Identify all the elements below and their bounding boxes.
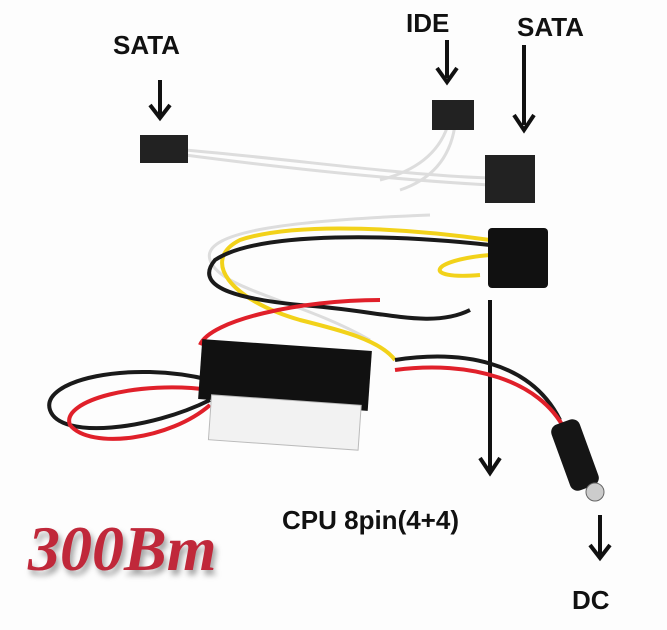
arrow-sata-left: [148, 80, 172, 122]
pcb-board: [198, 339, 372, 411]
ide-connector: [432, 100, 474, 130]
dc-jack-tip: [585, 482, 605, 502]
arrow-dc: [588, 515, 612, 562]
label-dc: DC: [572, 585, 610, 615]
label-ide: IDE: [406, 8, 450, 38]
sata-right-connector: [485, 155, 535, 203]
sata-left-connector: [140, 135, 188, 163]
arrows: [148, 40, 612, 562]
label-cpu-8pin: CPU 8pin(4+4): [282, 505, 459, 535]
arrow-ide: [435, 40, 459, 86]
red-wires: [67, 298, 567, 441]
dc-jack: [551, 419, 599, 491]
white-wires: [184, 124, 491, 342]
label-sata-right: SATA: [517, 12, 584, 42]
arrow-cpu: [478, 300, 502, 477]
brand-logo: 300Bm: [28, 513, 217, 584]
cpu-8pin-connector: [488, 228, 548, 288]
arrow-sata-right: [512, 45, 536, 134]
atx-24pin-connector: [207, 394, 362, 451]
label-sata-left: SATA: [113, 30, 180, 60]
black-wires: [47, 235, 562, 431]
yellow-wires: [220, 226, 491, 362]
